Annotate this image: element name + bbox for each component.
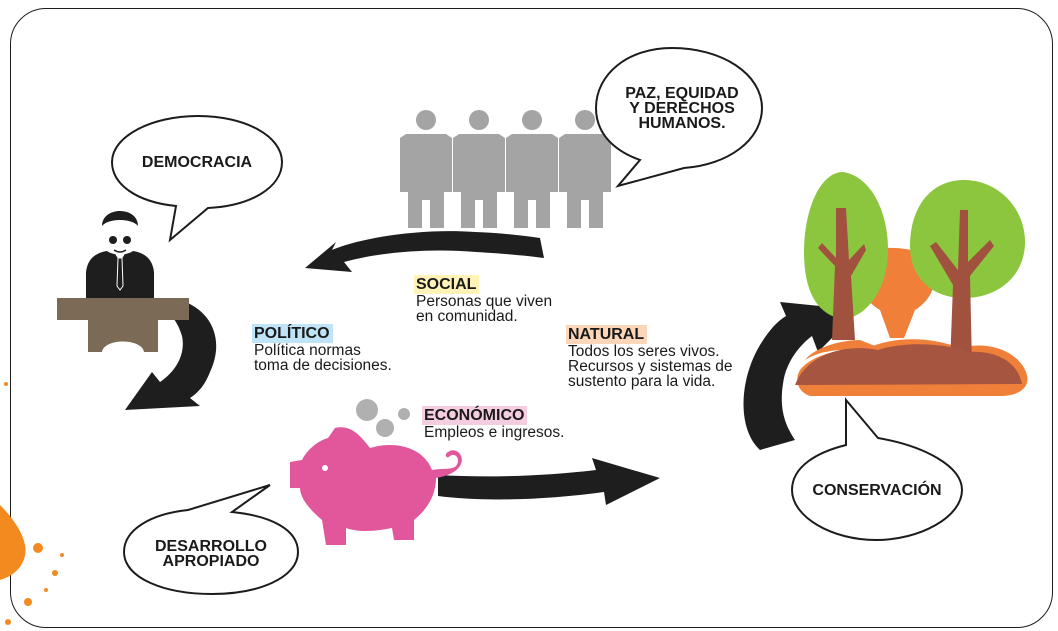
label-natural-title: NATURAL [566, 325, 648, 344]
arrow-economico-to-natural [438, 458, 660, 505]
bubble-conservacion: CONSERVACIÓN [796, 472, 958, 508]
speaker-icon [57, 211, 189, 352]
diagram-frame [10, 8, 1053, 628]
trees-icon [795, 172, 1028, 396]
people-icon [400, 110, 611, 228]
speech-bubbles [110, 46, 964, 596]
bubble-democracia-text: DEMOCRACIA [141, 153, 253, 171]
arrow-natural-to-social [743, 302, 860, 450]
bubble-paz: PAZ, EQUIDAD Y DERECHOS HUMANOS. [604, 72, 760, 144]
bubble-paz-text: PAZ, EQUIDAD Y DERECHOS HUMANOS. [625, 84, 739, 132]
label-politico-title: POLÍTICO [252, 324, 333, 343]
bubble-paz-shape [594, 46, 764, 188]
label-social-text: Personas que viven en comunidad. [416, 293, 553, 325]
bubble-democracia-shape [110, 114, 284, 243]
bubble-desarrollo-shape [122, 484, 300, 596]
bubble-democracia: DEMOCRACIA [116, 144, 278, 180]
label-natural: NATURAL Todos los seres vivos. Recursos … [566, 325, 733, 389]
paint-splash [0, 382, 64, 625]
arrow-politico-to-economico [125, 300, 217, 410]
label-natural-text: Todos los seres vivos. Recursos y sistem… [568, 343, 733, 390]
label-politico: POLÍTICO Política normas toma de decisio… [252, 324, 392, 373]
label-politico-text: Política normas toma de decisiones. [254, 342, 392, 374]
label-economico-title: ECONÓMICO [422, 406, 528, 425]
label-economico: ECONÓMICO Empleos e ingresos. [422, 406, 564, 440]
bubble-conservacion-text: CONSERVACIÓN [812, 481, 942, 499]
arrow-social-to-politico [305, 231, 544, 272]
bubble-desarrollo-text: DESARROLLO APROPIADO [155, 538, 267, 570]
label-economico-text: Empleos e ingresos. [424, 424, 565, 441]
label-social-title: SOCIAL [414, 275, 480, 294]
label-social: SOCIAL Personas que viven en comunidad. [414, 275, 552, 324]
bubble-conservacion-shape [790, 397, 964, 542]
piggy-bank-icon [290, 399, 462, 545]
bubble-desarrollo: DESARROLLO APROPIADO [130, 532, 292, 576]
cycle-arrows [125, 231, 860, 505]
